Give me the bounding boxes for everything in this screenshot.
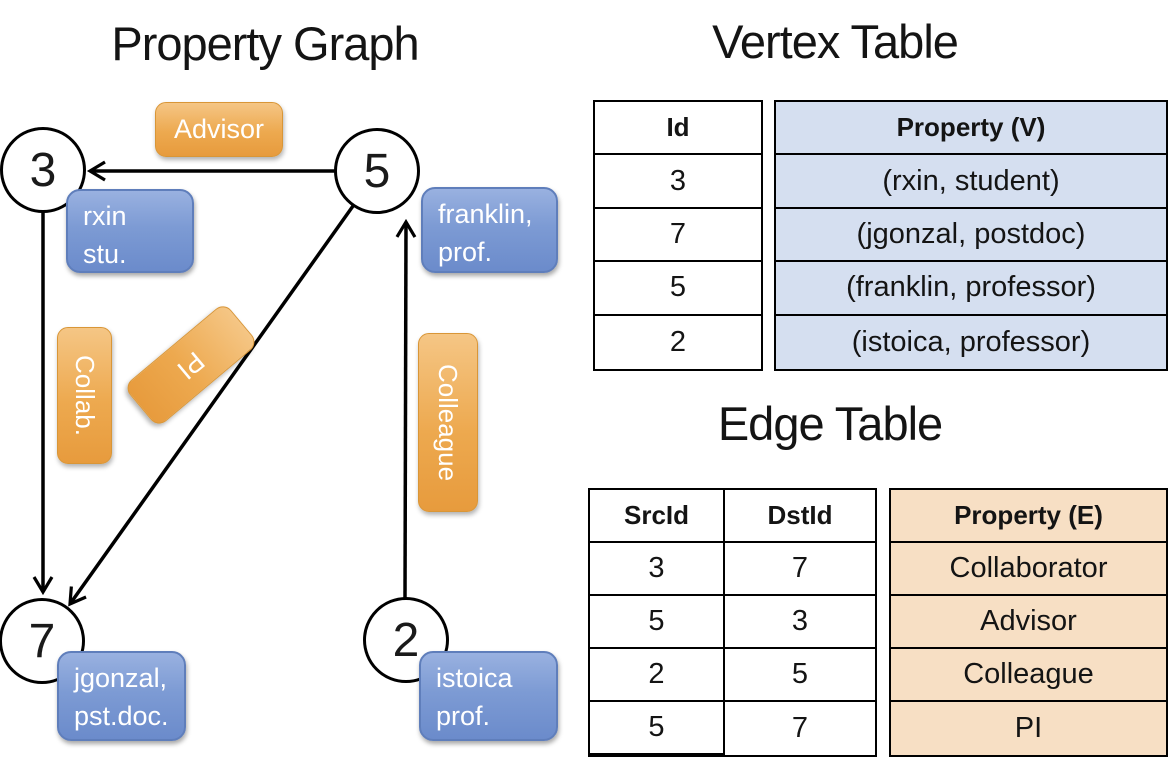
edge-label-colleague-text: Colleague <box>433 363 464 482</box>
table-cell: (franklin, professor) <box>776 262 1166 316</box>
table-cell: 2 <box>590 649 725 702</box>
table-cell: Colleague <box>891 649 1166 702</box>
edge-label-colleague: Colleague <box>418 333 478 512</box>
table-cell: 7 <box>791 712 809 744</box>
node-3-id: 3 <box>29 143 57 197</box>
edge-table-property-column: Property (E) Collaborator Advisor Collea… <box>889 488 1168 757</box>
edge-label-pi-text: PI <box>171 345 211 386</box>
table-cell: 7 <box>725 543 875 596</box>
table-cell: (jgonzal, postdoc) <box>776 209 1166 263</box>
table-cell: 3 <box>590 543 725 596</box>
node-2-id: 2 <box>392 613 420 667</box>
table-cell: 5 <box>595 262 761 316</box>
edge-arrow-2-to-5 <box>395 218 417 599</box>
node-5-id: 5 <box>363 144 391 198</box>
edge-label-collab-text: Collab. <box>70 355 100 436</box>
edge-label-collab: Collab. <box>57 327 112 464</box>
vertex-property-box-rxin: rxin stu. <box>66 189 194 273</box>
node-7-id: 7 <box>28 614 56 668</box>
table-cell: 3 <box>725 596 875 649</box>
edge-table-title: Edge Table <box>717 397 943 450</box>
table-cell: 2 <box>669 325 687 358</box>
table-cell: 5 <box>590 702 725 755</box>
table-cell: 5 <box>725 649 875 702</box>
table-cell: Advisor <box>891 596 1166 649</box>
graph-node-7: 7 <box>0 598 85 684</box>
edge-label-advisor: Advisor <box>155 102 283 157</box>
vertex-table-header-id: Id <box>595 102 761 156</box>
table-cell: (istoica, professor) <box>851 325 1091 358</box>
edge-arrow-5-to-7 <box>68 204 355 607</box>
vertex-table-property-column: Property (V) (rxin, student) (jgonzal, p… <box>774 100 1168 371</box>
table-cell: (rxin, student) <box>776 155 1166 209</box>
vertex-table-title: Vertex Table <box>712 15 959 68</box>
vertex-table-id-column: Id 3 7 5 2 <box>593 100 763 371</box>
edge-label-advisor-text: Advisor <box>173 114 265 144</box>
vertex-property-box-istoica: istoica prof. <box>419 651 558 741</box>
vertex-property-box-franklin: franklin, prof. <box>421 187 558 273</box>
graph-node-5: 5 <box>334 128 420 214</box>
edge-table-id-columns: SrcId DstId 3 7 5 3 2 5 5 7 <box>588 488 877 757</box>
edge-table-header-property: Property (E) <box>891 490 1166 543</box>
table-cell: 5 <box>590 596 725 649</box>
table-cell: Collaborator <box>891 543 1166 596</box>
property-graph-title: Property Graph <box>111 17 419 70</box>
table-cell: 7 <box>595 209 761 263</box>
edge-table-header-dstid: DstId <box>725 490 875 543</box>
table-cell: 3 <box>595 155 761 209</box>
vertex-property-box-jgonzal: jgonzal, pst.doc. <box>57 651 186 741</box>
edge-table-header-srcid: SrcId <box>590 490 725 543</box>
vertex-table-header-property: Property (V) <box>776 102 1166 156</box>
table-cell: PI <box>1014 712 1043 744</box>
